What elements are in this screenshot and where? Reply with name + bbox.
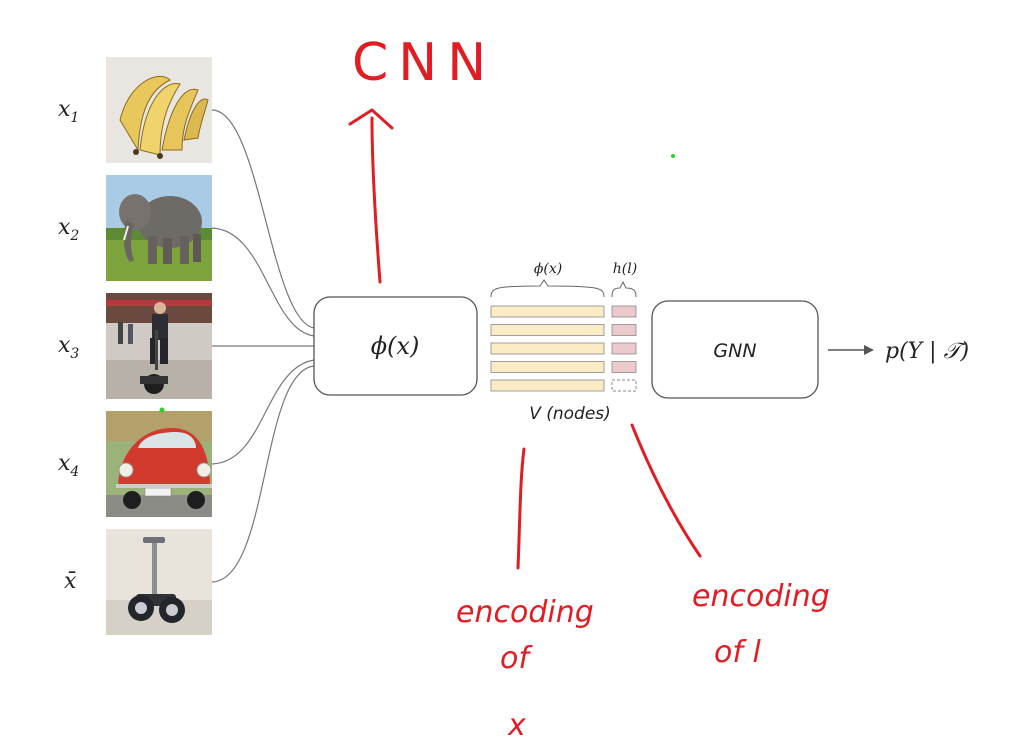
node-matrix: ϕ(x) h(l) V (nodes): [490, 261, 637, 424]
output: p(Y | 𝒯): [828, 339, 969, 364]
node-feature-bar: [490, 324, 605, 336]
node-label-bar: [611, 342, 637, 355]
nodes-caption: V (nodes): [529, 404, 611, 424]
image-bananas: [106, 57, 212, 163]
connector-1: [211, 109, 315, 329]
feature-rows: [490, 305, 637, 392]
connector-5: [211, 365, 315, 583]
phi-label: ϕ(x): [534, 261, 562, 277]
input-label-3: x3: [58, 333, 79, 362]
stray-dot: [159, 407, 165, 413]
input-labels: x1 x2 x3 x4 x̄: [58, 97, 79, 594]
input-label-2: x2: [58, 215, 79, 244]
input-label-1: x1: [58, 97, 79, 126]
handwritten-annotations: [348, 108, 702, 570]
gnn-box: GNN: [651, 300, 819, 399]
encoding-l-annotation-line2: of l: [714, 635, 761, 670]
encoding-l-annotation-line1: encoding: [692, 579, 830, 614]
connector-4: [211, 359, 315, 465]
encoding-x-annotation-line2: of: [500, 641, 533, 676]
output-label: p(Y | 𝒯): [885, 339, 969, 364]
phi-brace: [490, 279, 605, 298]
cnn-annotation: CNN: [352, 33, 496, 93]
encoding-l-line: [630, 423, 702, 558]
stray-dot: [671, 154, 675, 158]
input-connectors: [211, 109, 315, 583]
image-segway-rider: [106, 293, 212, 399]
encoder-box: ϕ(x): [313, 296, 478, 396]
arrow-head-icon: [864, 345, 874, 355]
input-label-4: x4: [58, 451, 79, 480]
encoding-x-annotation-line1: encoding: [456, 595, 594, 630]
cnn-arrow-line: [370, 116, 382, 284]
node-feature-bar: [490, 361, 605, 373]
h-brace: [611, 280, 637, 298]
encoding-x-line: [516, 447, 526, 570]
node-feature-bar: [490, 342, 605, 355]
image-red-beetle-car: [106, 411, 212, 517]
h-label: h(l): [613, 261, 637, 277]
node-label-bar: [611, 361, 637, 373]
gnn-label: GNN: [713, 340, 756, 362]
node-feature-bar: [490, 305, 605, 318]
node-label-bar: [611, 324, 637, 336]
connector-2: [211, 227, 315, 337]
unknown-label-slot: [611, 379, 637, 392]
encoder-label: ϕ(x): [371, 332, 420, 360]
input-label-query: x̄: [64, 569, 77, 594]
cnn-arrow-head: [348, 108, 394, 130]
node-label-bar: [611, 305, 637, 318]
node-feature-bar: [490, 379, 605, 392]
encoding-x-annotation-line3: x: [507, 708, 526, 743]
image-elephant: [106, 175, 212, 281]
image-segway: [106, 529, 212, 635]
